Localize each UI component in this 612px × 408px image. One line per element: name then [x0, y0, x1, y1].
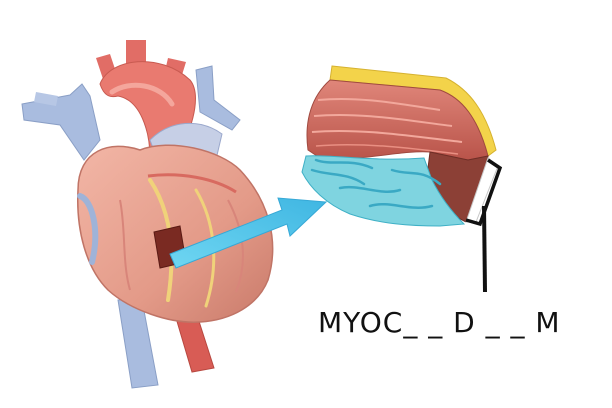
fill-in-label: MYOC_ _ D _ _ M — [318, 306, 561, 339]
heart-illustration — [21, 40, 274, 389]
bracket-pointer — [465, 158, 503, 293]
tissue-block-illustration — [301, 65, 499, 227]
arrow-icon — [169, 197, 328, 269]
